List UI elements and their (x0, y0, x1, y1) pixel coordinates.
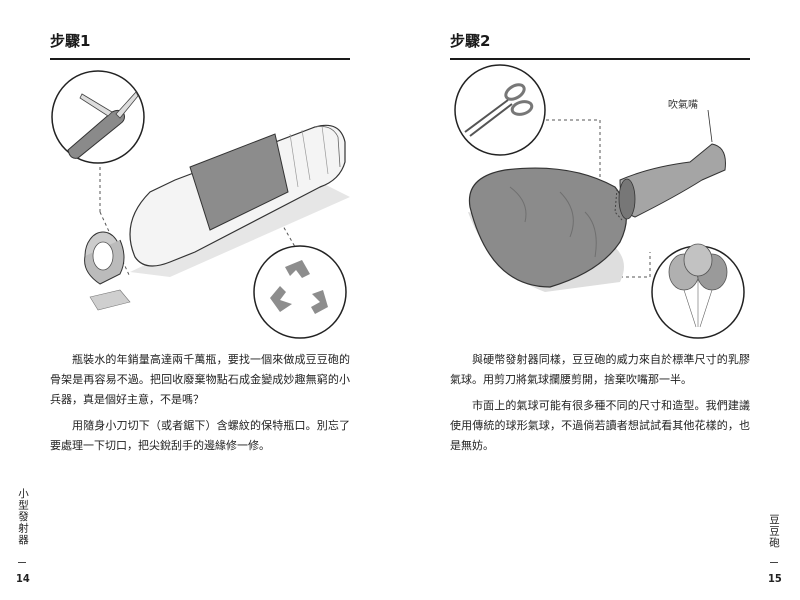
step-2-paragraph-2: 市面上的氣球可能有很多種不同的尺寸和造型。我們建議使用傳統的球形氣球，不過倘若讀… (450, 399, 750, 452)
step-1-paragraph-2: 用隨身小刀切下（或者鋸下）含螺紋的保特瓶口。別忘了要處理一下切口，把尖銳刮手的邊… (50, 419, 350, 452)
step-2-paragraph-1: 與硬幣發射器同樣，豆豆砲的威力來自於標準尺寸的乳膠氣球。用剪刀將氣球攔腰剪開，捨… (450, 353, 750, 386)
step-2-illustration (454, 64, 745, 339)
balloon-neck-illustration (614, 143, 726, 221)
step-1-text: 瓶裝水的年銷量高達兩千萬瓶，要找一個來做成豆豆砲的骨架是再容易不過。把回收廢棄物… (50, 350, 350, 462)
step-1-rule (50, 58, 350, 60)
step-2-rule (450, 58, 750, 60)
cut-balloon-illustration (468, 167, 627, 288)
left-page-number-dash (18, 562, 26, 563)
right-page: 步驟2 (400, 0, 800, 600)
right-page-number-dash (770, 562, 778, 563)
step-1-title: 步驟1 (50, 32, 91, 50)
right-page-number: 15 (768, 572, 782, 585)
right-section-label: 豆豆砲 (768, 514, 780, 549)
step-2-text: 與硬幣發射器同樣，豆豆砲的威力來自於標準尺寸的乳膠氣球。用剪刀將氣球攔腰剪開，捨… (450, 350, 750, 462)
step-2-title: 步驟2 (450, 32, 491, 50)
plastic-bottle-illustration (129, 124, 346, 267)
left-page-number: 14 (16, 572, 30, 585)
bottle-cap-illustration (84, 231, 125, 285)
left-section-label: 小型發射器 (17, 488, 29, 546)
scissors-icon (454, 64, 546, 156)
pocket-knife-icon (51, 70, 145, 164)
step-1-illustration (51, 70, 350, 339)
left-page: 步驟1 (16, 32, 350, 585)
recycle-icon (253, 245, 347, 339)
balloons-icon (651, 243, 745, 339)
step-1-paragraph-1: 瓶裝水的年銷量高達兩千萬瓶，要找一個來做成豆豆砲的骨架是再容易不過。把回收廢棄物… (50, 353, 350, 406)
mouthpiece-callout: 吹氣嘴 (668, 100, 698, 111)
